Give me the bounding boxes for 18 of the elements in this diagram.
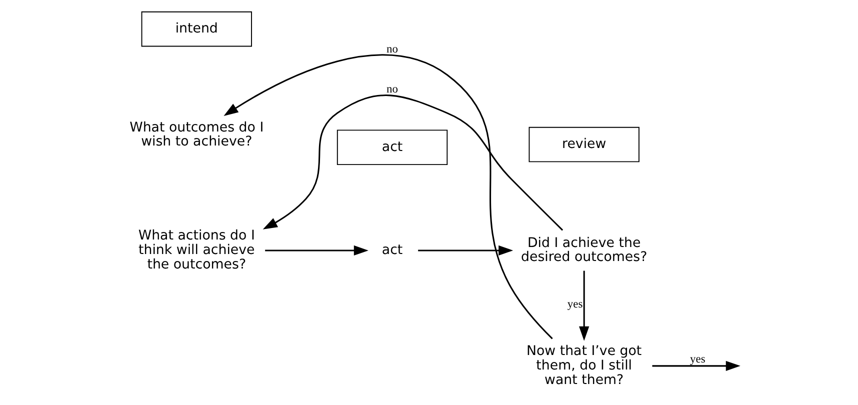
edge-label: yes [566,298,582,311]
arrow [652,360,740,372]
arrow [578,270,589,341]
node-text: Did I achieve the desired outcomes? [520,236,647,266]
edge-label: no [386,44,398,56]
arrow [418,245,513,256]
node-text: What outcomes do I wish to achieve? [129,120,264,150]
edge-label: no [386,84,398,96]
node-text: act [381,242,402,258]
node-box: review [528,126,639,162]
node-box: act [336,130,448,166]
arrow [264,245,368,256]
node-text: Now that I’ve got them, do I still want them? [526,344,642,388]
edge-label: yes [690,354,705,366]
node-box: intend [140,11,252,47]
node-text: What actions do I think will achieve the outcomes? [138,228,254,272]
arrow [223,54,552,340]
arrow [262,94,563,231]
